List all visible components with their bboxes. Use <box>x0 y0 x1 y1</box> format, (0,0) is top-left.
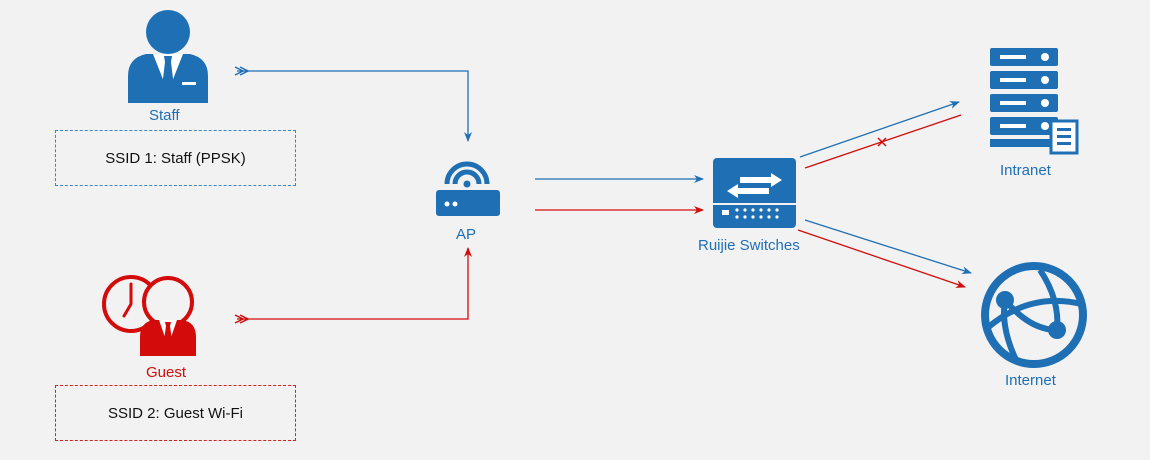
staff-label: Staff <box>149 107 180 124</box>
staff-user-icon <box>128 10 208 103</box>
switch-label: Ruijie Switches <box>698 237 800 254</box>
blocked-cross-icon <box>877 137 887 147</box>
globe-icon <box>981 262 1087 368</box>
staff-traffic-path <box>234 66 972 275</box>
guest-traffic-path <box>234 114 966 324</box>
ap-label: AP <box>456 226 477 243</box>
access-point-icon <box>436 161 500 216</box>
guest-label: Guest <box>146 364 187 381</box>
guest-user-clock-icon <box>102 275 196 356</box>
ssid-staff-box: SSID 1: Staff (PPSK) <box>55 130 296 186</box>
internet-label: Internet <box>1005 372 1056 389</box>
ssid-guest-box: SSID 2: Guest Wi-Fi <box>55 385 296 441</box>
server-icon <box>990 48 1079 155</box>
switch-icon <box>713 158 796 228</box>
intranet-label: Intranet <box>1000 162 1051 179</box>
